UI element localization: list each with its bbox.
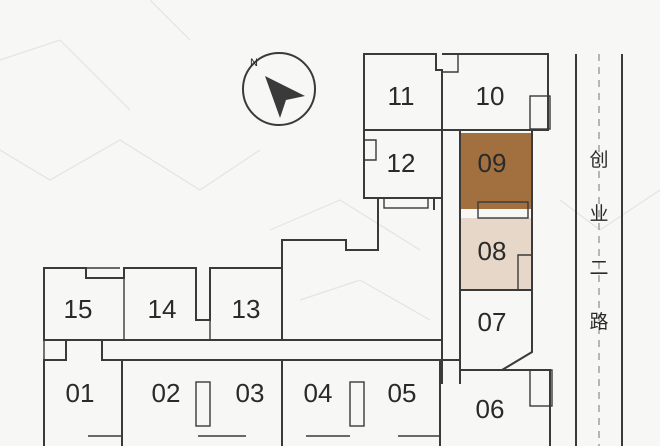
compass: N bbox=[242, 52, 316, 126]
building-walls bbox=[43, 53, 553, 446]
unit-13-label[interactable]: 13 bbox=[232, 294, 261, 324]
road-char-1: 创 bbox=[589, 149, 608, 171]
unit-04-label[interactable]: 04 bbox=[304, 378, 333, 408]
unit-labels: 11 10 12 09 08 07 15 14 13 01 02 03 04 0… bbox=[64, 81, 507, 424]
unit-08-label[interactable]: 08 bbox=[478, 236, 507, 266]
road bbox=[575, 54, 623, 446]
unit-09-label[interactable]: 09 bbox=[478, 148, 507, 178]
unit-09-fill bbox=[460, 133, 531, 209]
unit-15-label[interactable]: 15 bbox=[64, 294, 93, 324]
unit-05-label[interactable]: 05 bbox=[388, 378, 417, 408]
unit-08-fill bbox=[460, 218, 531, 290]
unit-11-label[interactable]: 11 bbox=[388, 81, 415, 111]
unit-14-label[interactable]: 14 bbox=[148, 294, 177, 324]
road-char-4: 路 bbox=[589, 311, 608, 333]
unit-12-label[interactable]: 12 bbox=[387, 148, 416, 178]
unit-02-label[interactable]: 02 bbox=[152, 378, 181, 408]
unit-03-label[interactable]: 03 bbox=[236, 378, 265, 408]
background-lines bbox=[0, 0, 660, 321]
unit-06-label[interactable]: 06 bbox=[476, 394, 505, 424]
compass-north-label: N bbox=[250, 57, 258, 69]
unit-10-label[interactable]: 10 bbox=[476, 81, 505, 111]
road-char-3: 二 bbox=[589, 257, 608, 279]
road-char-2: 业 bbox=[589, 203, 608, 225]
unit-07-label[interactable]: 07 bbox=[478, 307, 507, 337]
unit-01-label[interactable]: 01 bbox=[66, 378, 95, 408]
road-name: 创 业 二 路 bbox=[589, 149, 608, 333]
north-arrow-icon bbox=[265, 76, 305, 118]
